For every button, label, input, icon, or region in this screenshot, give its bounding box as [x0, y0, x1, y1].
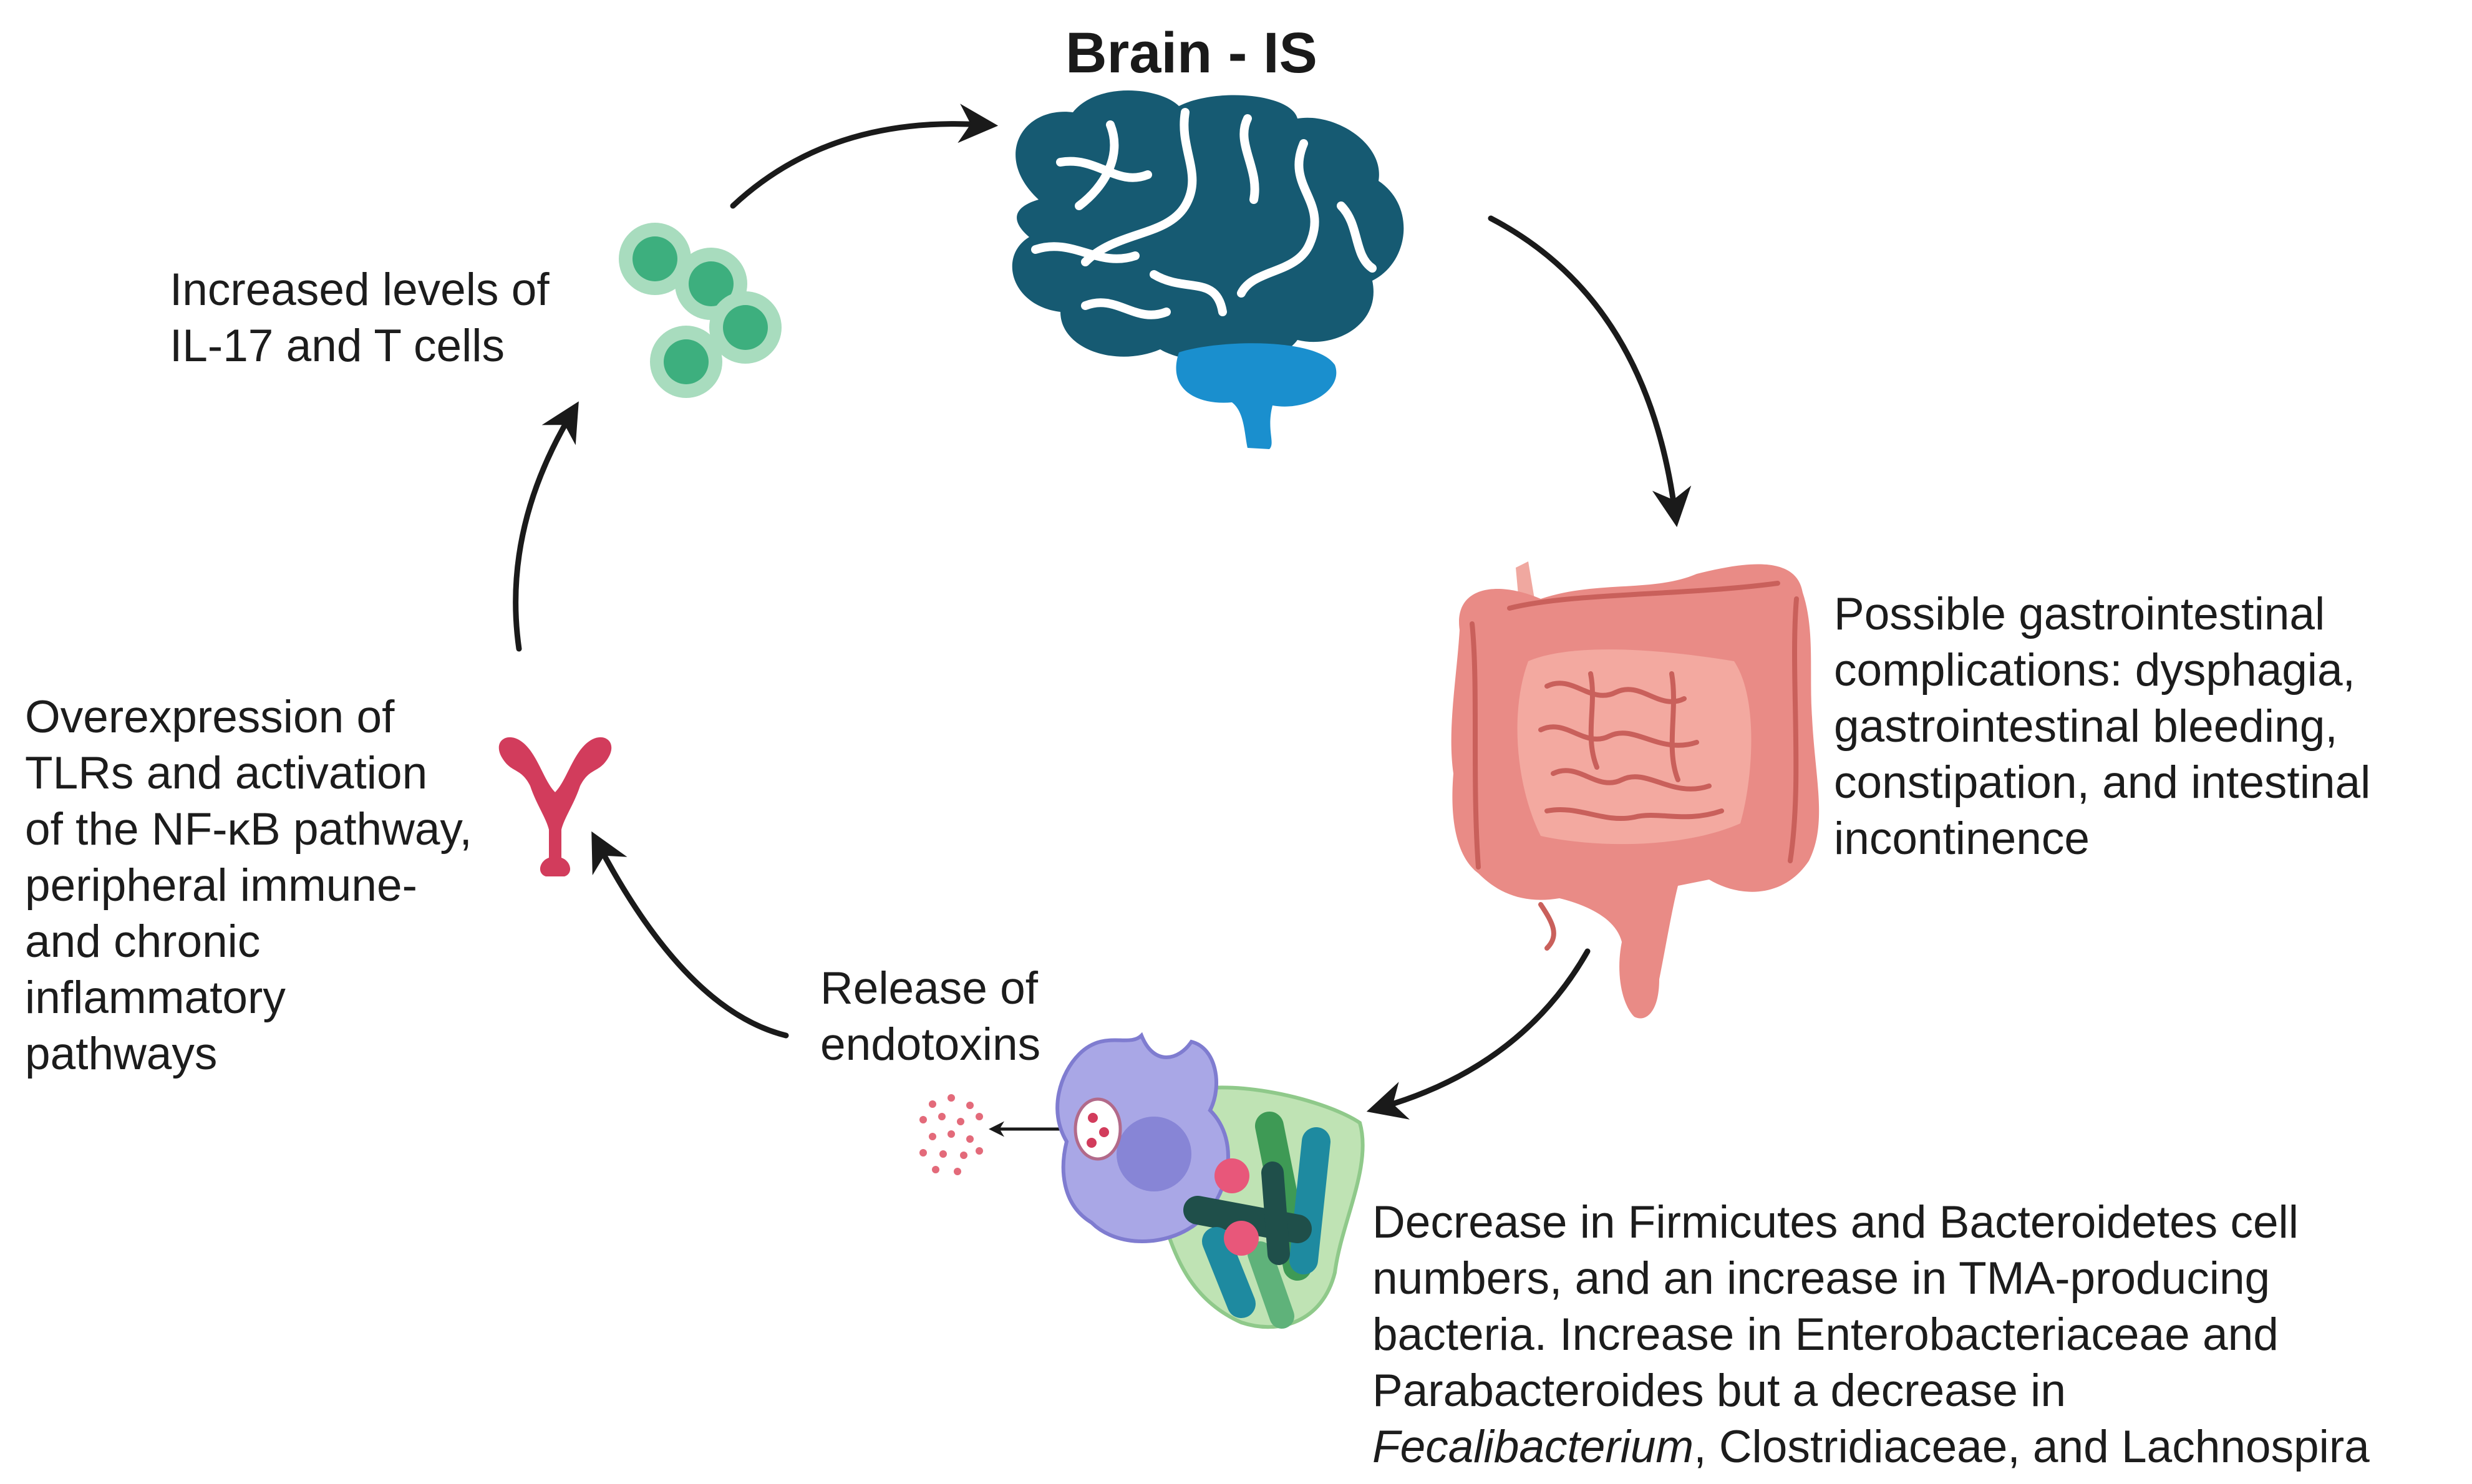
arrow-gut-to-microbiota — [1366, 948, 1591, 1120]
brain-icon — [1012, 90, 1404, 449]
label-immune-line: IL-17 and T cells — [170, 321, 505, 371]
arrow-microbiota-to-tlr — [591, 831, 789, 1039]
label-gi-line: incontinence — [1834, 813, 2090, 864]
label-tlr-line: and chronic — [25, 916, 261, 967]
tlr-receptor-icon — [498, 737, 612, 876]
label-tlr-line: pathways — [25, 1029, 218, 1079]
arrow-tlr-to-immune — [513, 401, 579, 652]
label-microbiota: Decrease in Firmicutes and Bacteroidetes… — [1372, 1195, 2370, 1475]
label-tlr-line: TLRs and activation — [25, 748, 428, 798]
bacteria-macrophage-icon — [1055, 1032, 1365, 1329]
page-title: Brain - IS — [1065, 21, 1317, 85]
label-tlr: Overexpression of TLRs and activation of… — [25, 689, 472, 1082]
label-microbiota-line: numbers, and an increase in TMA-producin… — [1372, 1253, 2271, 1304]
label-microbiota-line: Decrease in Firmicutes and Bacteroidetes… — [1372, 1197, 2299, 1248]
label-gi-line: complications: dysphagia, — [1834, 645, 2355, 696]
label-immune-line: Increased levels of — [170, 264, 550, 315]
label-microbiota-rest: , Clostridiaceae, and Lachnospira — [1694, 1422, 2370, 1472]
cerebellum — [1176, 343, 1337, 449]
label-tlr-line: peripheral immune- — [25, 860, 417, 911]
label-microbiota-italic: Fecalibacterium — [1372, 1422, 1694, 1472]
label-endotoxins: Release of endotoxins — [820, 961, 1040, 1073]
label-tlr-line: inflammatory — [25, 972, 286, 1023]
endotoxin-particles-icon — [919, 1094, 983, 1175]
label-gi-complications: Possible gastrointestinal complications:… — [1834, 586, 2370, 867]
label-immune: Increased levels of IL-17 and T cells — [170, 262, 550, 374]
label-endotoxins-line: endotoxins — [820, 1019, 1041, 1070]
label-microbiota-last-line: Fecalibacterium, Clostridiaceae, and Lac… — [1372, 1419, 2370, 1475]
arrow-immune-to-brain — [730, 104, 999, 209]
label-tlr-line: Overexpression of — [25, 692, 395, 742]
label-gi-line: gastrointestinal bleeding, — [1834, 701, 2338, 752]
label-gi-line: Possible gastrointestinal — [1834, 589, 2325, 639]
label-microbiota-line: Parabacteroides but a decrease in — [1372, 1365, 2066, 1416]
intestines-icon — [1451, 561, 1820, 1019]
label-gi-line: constipation, and intestinal — [1834, 757, 2371, 808]
label-microbiota-line: bacteria. Increase in Enterobacteriaceae… — [1372, 1309, 2279, 1360]
label-endotoxins-line: Release of — [820, 963, 1038, 1014]
arrow-brain-to-gut — [1488, 215, 1692, 527]
t-cells-icon — [619, 223, 782, 398]
label-tlr-line: of the NF-κB pathway, — [25, 804, 472, 855]
